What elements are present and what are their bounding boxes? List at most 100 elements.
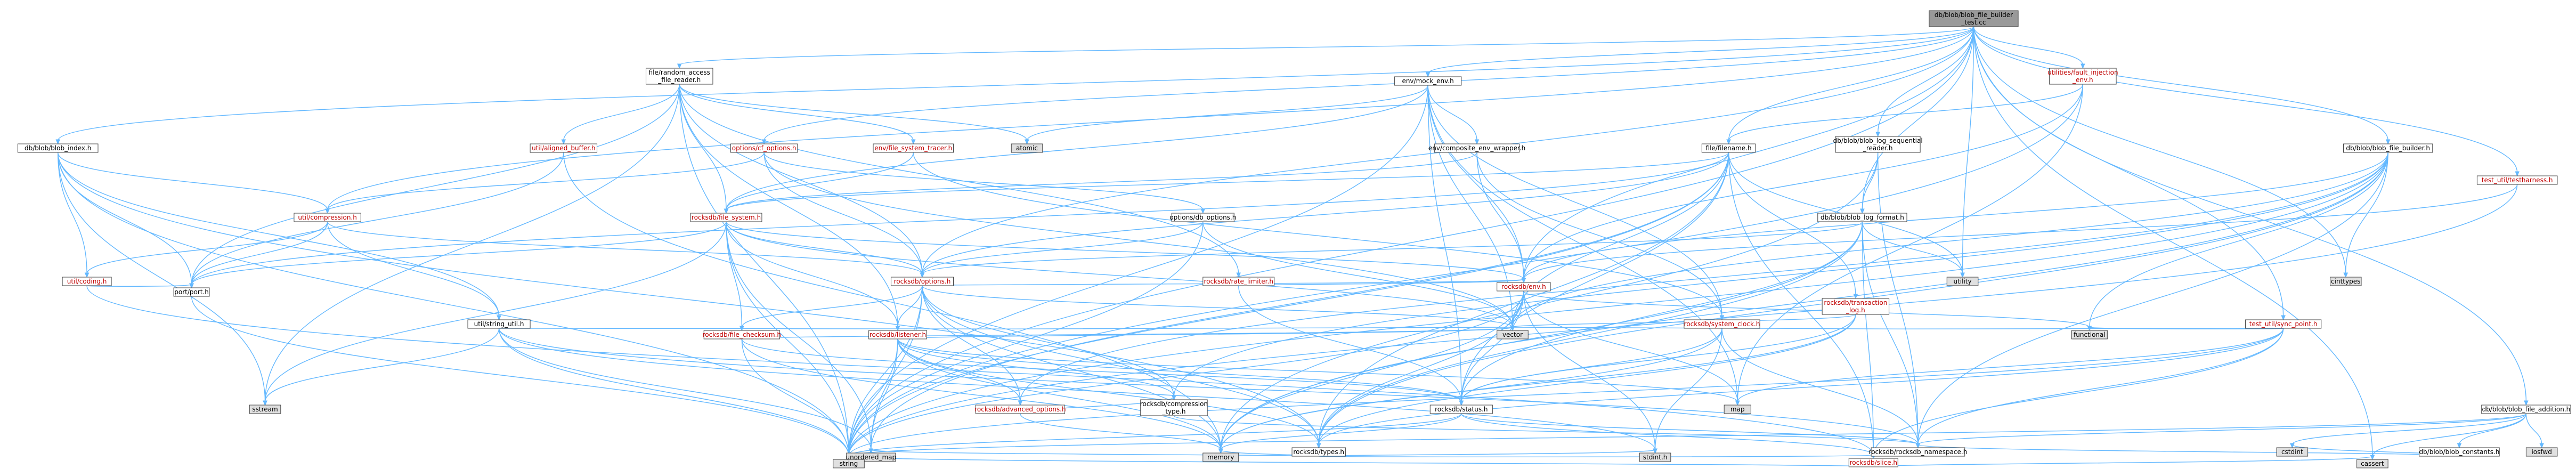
- node-label: memory: [1207, 454, 1234, 461]
- node-options[interactable]: rocksdb/options.h: [890, 277, 954, 286]
- node-env[interactable]: rocksdb/env.h: [1497, 282, 1551, 292]
- edge-arrowhead: [1200, 208, 1206, 214]
- edge-listener-to-string: [848, 338, 898, 457]
- edge-arrowhead: [2539, 443, 2544, 449]
- node-cf-options[interactable]: options/cf_options.h: [730, 143, 798, 153]
- node-listener[interactable]: rocksdb/listener.h: [868, 330, 927, 339]
- edge-filename-to-types: [1318, 152, 1729, 445]
- node-filename[interactable]: file/filename.h: [1701, 143, 1756, 153]
- edge-root-to-env: [1523, 26, 1974, 280]
- node-mock-env[interactable]: env/mock_env.h: [1394, 76, 1462, 86]
- edge-blob_file_builder-to-env: [1523, 152, 2388, 280]
- node-label: stdint.h: [1643, 454, 1668, 461]
- node-blob-log-format[interactable]: db/blob/blob_log_format.h: [1817, 213, 1907, 222]
- node-label: util/coding.h: [67, 278, 107, 285]
- edge-arrowhead: [325, 208, 330, 214]
- edge-file_system_tracer-to-system_clock: [913, 152, 1722, 317]
- edge-arrowhead: [724, 208, 729, 214]
- edge-advanced_options-to-memory: [1020, 413, 1221, 450]
- node-file-system[interactable]: rocksdb/file_system.h: [690, 213, 762, 222]
- edge-arrowhead: [1510, 326, 1515, 331]
- node-file-system-tracer[interactable]: env/file_system_tracer.h: [873, 143, 954, 153]
- node-label: _test.cc: [1961, 19, 1986, 26]
- edge-options-to-vector: [922, 285, 1513, 328]
- edge-arrowhead: [1316, 443, 1321, 449]
- edge-random_access_file_reader-to-sstream: [264, 84, 680, 402]
- node-box: [1140, 399, 1208, 416]
- edge-root-to-blob_file_builder: [1973, 26, 2388, 141]
- node-types[interactable]: rocksdb/types.h: [1291, 447, 1346, 457]
- edge-filename-to-string: [848, 152, 1729, 457]
- node-label: cassert: [2361, 460, 2384, 467]
- edge-blob_file_builder-to-functional: [2089, 152, 2388, 328]
- node-label: sstream: [252, 406, 278, 413]
- node-advanced-options[interactable]: rocksdb/advanced_options.h: [974, 405, 1066, 414]
- edge-filename-to-port: [191, 152, 1729, 285]
- node-label: env/mock_env.h: [1402, 77, 1453, 85]
- node-aligned-buffer[interactable]: util/aligned_buffer.h: [530, 143, 598, 153]
- edge-blob_log_format-to-types: [1318, 221, 1863, 445]
- edge-listener-to-compression_type: [897, 338, 1175, 397]
- node-box: [1202, 452, 1239, 462]
- node-blob-file-addition[interactable]: db/blob/blob_file_addition.h: [2481, 405, 2571, 414]
- edge-file_system-to-vector: [726, 221, 1513, 328]
- nodes-layer: db/blob/blob_file_builder_test.ccfile/ra…: [17, 10, 2571, 468]
- edge-blob_file_addition-to-cstdint: [2291, 413, 2527, 445]
- node-transaction-log[interactable]: rocksdb/transaction_log.h: [1822, 298, 1890, 315]
- node-coding[interactable]: util/coding.h: [62, 277, 112, 286]
- node-functional: functional: [2071, 330, 2108, 339]
- node-label: rocksdb/status.h: [1435, 406, 1488, 413]
- edge-root-to-cinttypes: [1973, 26, 2346, 274]
- node-string-util[interactable]: util/string_util.h: [467, 319, 531, 329]
- node-file-checksum[interactable]: rocksdb/file_checksum.h: [703, 330, 781, 339]
- node-compression[interactable]: util/compression.h: [294, 213, 361, 222]
- node-random-access-file-reader[interactable]: file/random_access_file_reader.h: [646, 68, 713, 85]
- edge-arrowhead: [84, 272, 90, 278]
- node-box: [2245, 319, 2322, 329]
- node-slice[interactable]: rocksdb/slice.h: [1848, 458, 1898, 467]
- node-compression-type[interactable]: rocksdb/compression_type.h: [1140, 399, 1208, 416]
- edge-env-to-stdint: [1523, 290, 1656, 450]
- node-rocksdb-namespace[interactable]: rocksdb/rocksdb_namespace.h: [1869, 447, 1968, 457]
- node-blob-constants[interactable]: db/blob/blob_constants.h: [2419, 447, 2500, 457]
- edge-options-to-file_checksum: [741, 285, 923, 328]
- edge-arrowhead: [1726, 139, 1731, 145]
- node-sync-point[interactable]: test_util/sync_point.h: [2245, 319, 2322, 329]
- edge-options-to-string: [848, 285, 923, 457]
- node-rate-limiter[interactable]: rocksdb/rate_limiter.h: [1202, 277, 1275, 286]
- edge-blob_log_format-to-options: [922, 221, 1863, 274]
- node-fault-injection-env[interactable]: utilities/fault_injection_env.h: [2047, 68, 2118, 85]
- edge-blob_file_builder-to-memory: [1220, 152, 2388, 450]
- node-testharness[interactable]: test_util/testharness.h: [2476, 175, 2558, 185]
- node-port[interactable]: port/port.h: [173, 287, 210, 297]
- edge-compression-to-coding: [86, 221, 328, 274]
- node-system-clock[interactable]: rocksdb/system_clock.h: [1684, 319, 1760, 329]
- edge-random_access_file_reader-to-options: [679, 84, 923, 274]
- node-label: util/string_util.h: [474, 320, 524, 328]
- edge-file_system-to-file_checksum: [726, 221, 743, 328]
- node-blob-log-sequential-reader[interactable]: db/blob/blob_log_sequential_reader.h: [1833, 136, 1923, 153]
- edge-env-to-functional: [1523, 290, 2090, 328]
- edge-env-to-string: [848, 290, 1524, 457]
- edge-random_access_file_reader-to-string: [679, 84, 849, 457]
- edge-arrowhead: [2515, 171, 2520, 177]
- edge-env-to-map: [1523, 290, 1738, 402]
- edge-root-to-cassert: [1973, 26, 2373, 457]
- edge-random_access_file_reader-to-file_system_tracer: [679, 84, 914, 141]
- edge-arrowhead: [497, 315, 501, 321]
- node-blob-index[interactable]: db/blob/blob_index.h: [17, 143, 99, 153]
- node-composite-env-wrapper[interactable]: env/composite_env_wrapper.h: [1428, 143, 1525, 153]
- node-db-options[interactable]: options/db_options.h: [1169, 213, 1236, 222]
- node-status[interactable]: rocksdb/status.h: [1429, 405, 1493, 414]
- edge-blob_file_addition-to-string: [848, 413, 2527, 457]
- edge-mock_env-to-string: [848, 85, 1428, 457]
- edge-compression-to-options: [327, 221, 923, 274]
- edge-blob_file_builder-to-rocksdb_namespace: [1917, 152, 2388, 445]
- edge-coding-to-slice: [86, 285, 1874, 456]
- edge-arrowhead: [2343, 272, 2348, 278]
- edge-arrowhead: [1860, 208, 1865, 214]
- edge-status-to-memory: [1220, 413, 1462, 450]
- edge-arrowhead: [1218, 448, 1223, 454]
- edge-listener-to-map: [897, 338, 1738, 402]
- node-blob-file-builder[interactable]: db/blob/blob_file_builder.h: [2343, 143, 2433, 153]
